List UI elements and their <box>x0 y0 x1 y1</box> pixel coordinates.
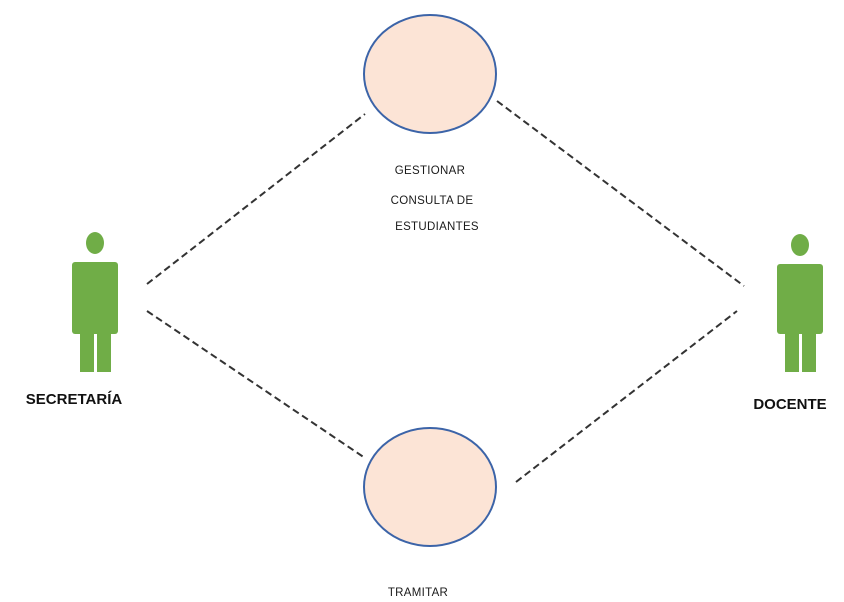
connector-docente-tramitar <box>515 310 738 483</box>
usecase-label-tramitar: TRAMITAR <box>388 587 448 599</box>
connectors <box>146 100 745 483</box>
actor-secretaria-label: SECRETARÍA <box>26 391 123 408</box>
usecase-label-gestionar-line-3: ESTUDIANTES <box>395 221 479 233</box>
actor-docente-label: DOCENTE <box>753 396 826 413</box>
usecase-ellipse-tramitar[interactable] <box>363 427 497 547</box>
usecase-label-gestionar-line-2: CONSULTA DE <box>391 195 474 207</box>
actor-docente-icon[interactable] <box>777 234 823 372</box>
connector-secretaria-tramitar <box>146 310 366 459</box>
usecase-ellipse-gestionar[interactable] <box>363 14 497 134</box>
usecase-label-gestionar-line-1: GESTIONAR <box>395 165 465 177</box>
connector-secretaria-gestionar <box>146 113 366 285</box>
connector-docente-gestionar <box>496 100 745 287</box>
actor-secretaria-icon[interactable] <box>72 232 118 372</box>
